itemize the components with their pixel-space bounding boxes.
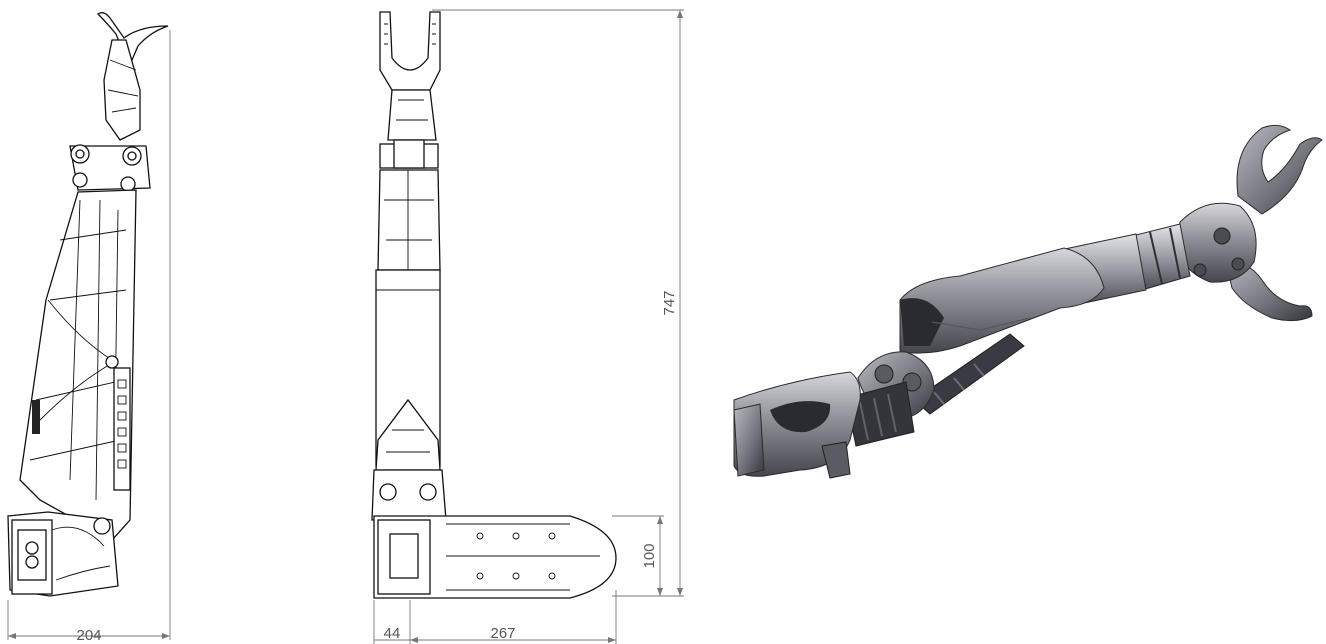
dimension-base-height-100: 100	[641, 543, 658, 568]
dimension-length-267: 267	[490, 625, 515, 642]
dimension-offset-44: 44	[384, 625, 401, 642]
claw-finger-lower	[1225, 261, 1313, 322]
front-view-drawing	[371, 9, 684, 644]
upper-arm-shell	[899, 247, 1105, 354]
rendered-3d-view	[733, 124, 1323, 479]
linear-actuator	[913, 333, 1025, 415]
side-view-drawing	[7, 12, 171, 640]
claw-finger-upper	[1236, 124, 1323, 215]
dimension-width-204: 204	[76, 627, 101, 644]
dimension-height-747: 747	[661, 290, 678, 315]
